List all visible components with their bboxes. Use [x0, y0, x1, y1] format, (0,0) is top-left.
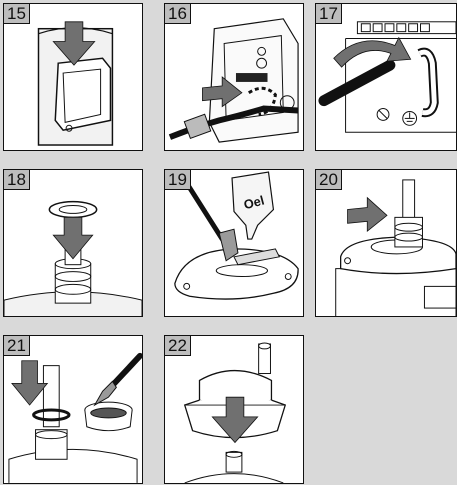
step-18-panel: 18: [3, 169, 143, 317]
down-arrow-icon: [53, 217, 92, 258]
step-number: 19: [164, 169, 191, 190]
step-16-panel: 16: [164, 3, 304, 151]
step-number: 15: [3, 3, 30, 24]
step-number: 20: [315, 169, 342, 190]
step-19-panel: 19 Oel: [164, 169, 304, 317]
step-20-illustration: [316, 170, 456, 316]
step-21-illustration: [4, 336, 142, 483]
step-number: 22: [164, 335, 191, 356]
step-number: 18: [3, 169, 30, 190]
brush-icon: [95, 356, 140, 405]
step-number: 21: [3, 335, 30, 356]
step-22-panel: 22: [164, 335, 304, 484]
step-17-panel: 17: [315, 3, 457, 151]
step-17-illustration: [316, 4, 456, 150]
step-18-illustration: [4, 170, 142, 316]
step-number: 17: [315, 3, 342, 24]
down-arrow-icon: [12, 361, 47, 405]
step-15-panel: 15: [3, 3, 143, 151]
step-number: 16: [164, 3, 191, 24]
step-19-illustration: Oel: [165, 170, 303, 316]
step-22-illustration: [165, 336, 303, 483]
step-15-illustration: [4, 4, 142, 150]
right-arrow-icon: [348, 198, 387, 232]
ground-symbol-icon: [403, 112, 417, 126]
step-20-panel: 20: [315, 169, 457, 317]
step-16-illustration: [165, 4, 303, 150]
oil-bottle-icon: Oel: [232, 172, 273, 239]
step-21-panel: 21: [3, 335, 143, 484]
